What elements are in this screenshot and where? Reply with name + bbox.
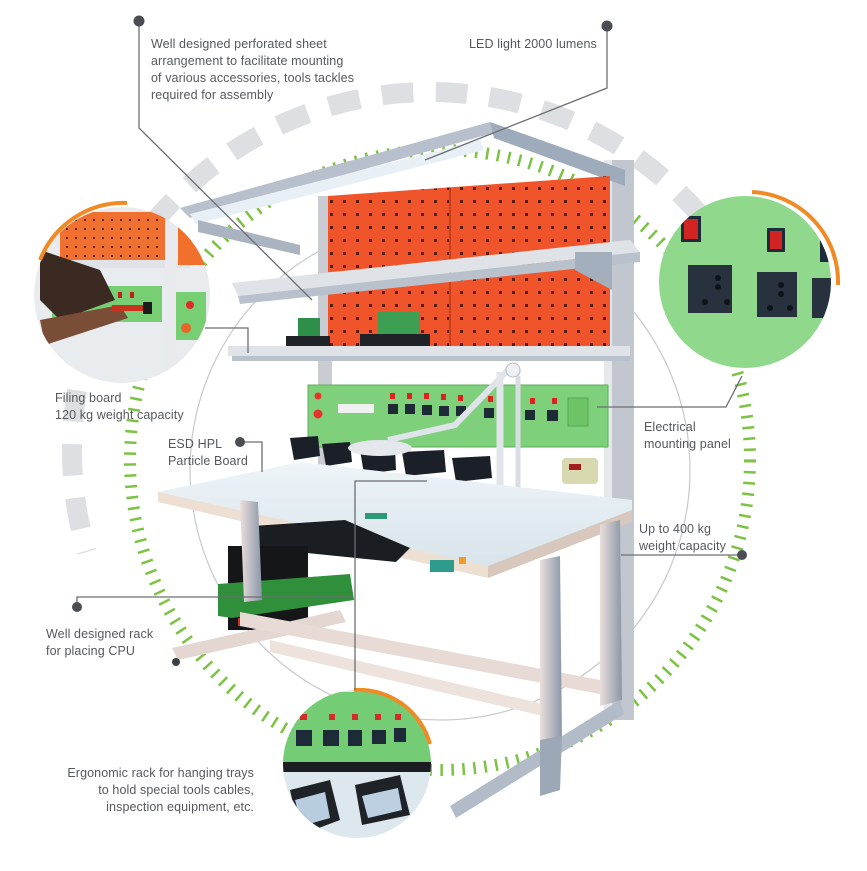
callout-cpu-rack: Well designed rack for placing CPU <box>46 627 154 658</box>
orange-arc-2 <box>751 190 841 286</box>
inset-filing-board <box>34 207 210 383</box>
leader-dot-cpu-rack <box>72 602 82 612</box>
leader-led-light <box>424 26 608 161</box>
green-tick-ring <box>124 144 756 776</box>
leader-dot-esd-hpl <box>235 437 245 447</box>
leader-esd-hpl <box>240 441 263 472</box>
callout-weight-capacity: Up to 400 kg weight capacity <box>639 522 726 553</box>
leader-dot-led-light <box>601 20 613 32</box>
callout-esd-hpl: ESD HPL Particle Board <box>168 437 248 468</box>
inset-sockets <box>659 196 831 368</box>
leader-perforated-sheet <box>138 21 313 301</box>
leader-tray-rack <box>354 480 427 690</box>
callout-perforated-sheet: Well designed perforated sheet arrangeme… <box>151 37 355 102</box>
orange-arc-3 <box>353 687 432 745</box>
leader-filing-board <box>205 327 249 353</box>
leader-dot-weight-capacity <box>737 550 747 560</box>
callout-led-light: LED light 2000 lumens <box>469 37 597 51</box>
orange-arc-1 <box>38 200 128 261</box>
leader-dot-perforated-sheet <box>133 15 145 27</box>
callout-filing-board: Filing board 120 kg weight capacity <box>55 391 184 422</box>
callout-tray-rack: Ergonomic rack for hanging trays to hold… <box>67 766 254 814</box>
callout-electrical-panel: Electrical mounting panel <box>644 420 731 451</box>
leader-electrical-panel <box>597 375 743 408</box>
